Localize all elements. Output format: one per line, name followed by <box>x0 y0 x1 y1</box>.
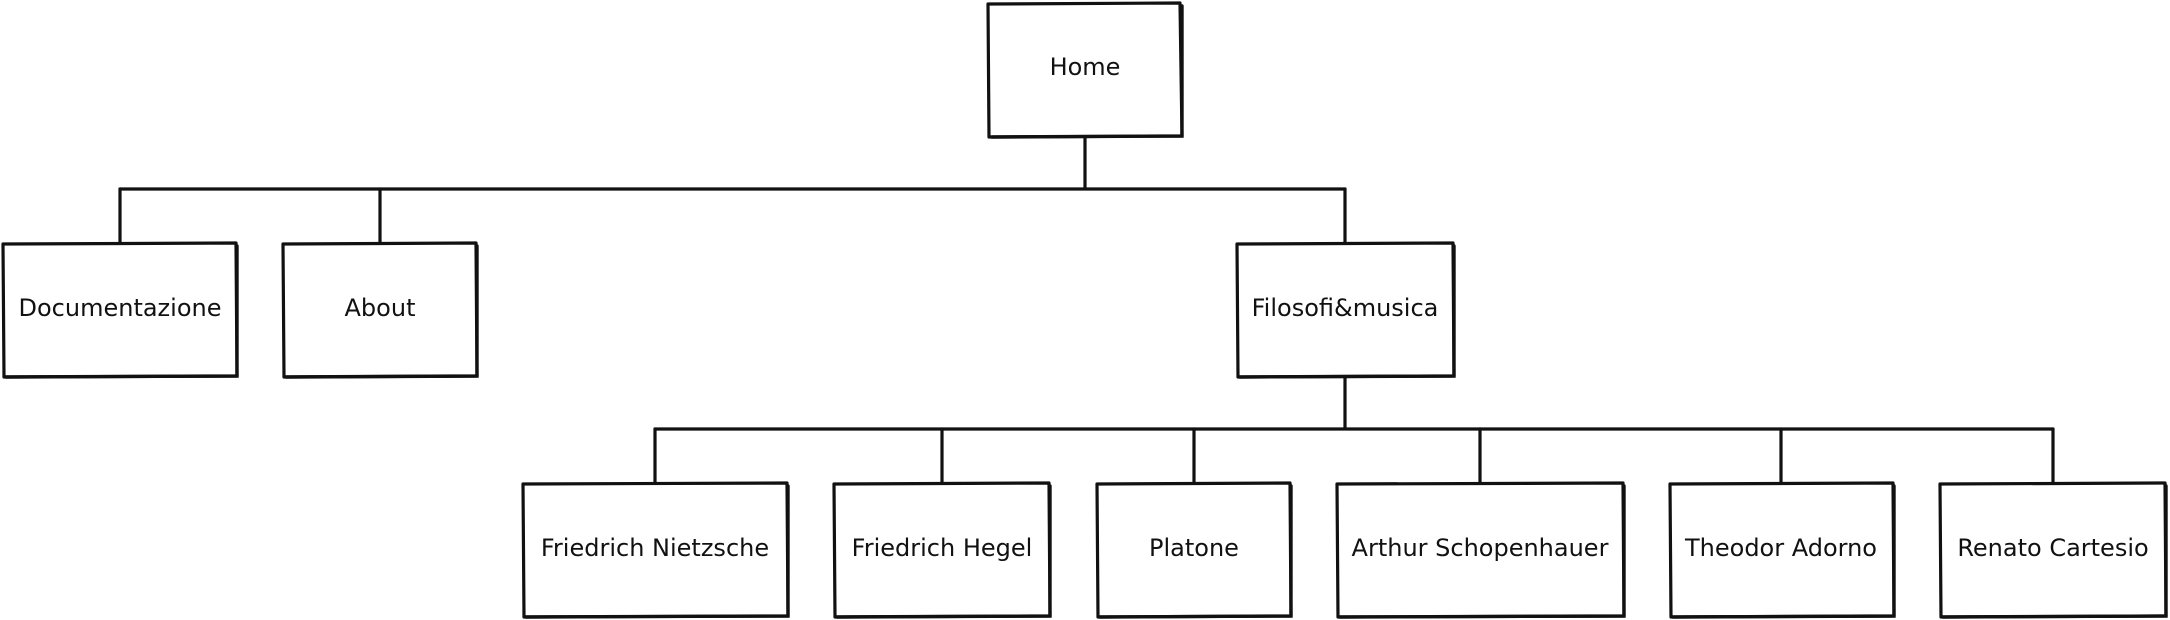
node-label-renato-cartesio: Renato Cartesio <box>1957 534 2148 562</box>
node-documentazione[interactable]: Documentazione <box>1 241 239 379</box>
connectors-level2 <box>653 375 2055 485</box>
node-label-documentazione: Documentazione <box>19 294 222 322</box>
node-renato-cartesio[interactable]: Renato Cartesio <box>1938 481 2168 619</box>
node-label-theodor-adorno: Theodor Adorno <box>1684 534 1877 562</box>
node-label-filosofi-musica: Filosofi&musica <box>1252 294 1439 322</box>
node-platone[interactable]: Platone <box>1095 481 1293 619</box>
node-filosofi-musica[interactable]: Filosofi&musica <box>1235 241 1456 379</box>
node-friedrich-hegel[interactable]: Friedrich Hegel <box>832 481 1052 619</box>
connectors-level1 <box>118 135 1347 245</box>
node-arthur-schopenhauer[interactable]: Arthur Schopenhauer <box>1335 481 1626 619</box>
node-theodor-adorno[interactable]: Theodor Adorno <box>1668 481 1896 619</box>
node-friedrich-nietzsche[interactable]: Friedrich Nietzsche <box>521 481 790 619</box>
node-label-friedrich-nietzsche: Friedrich Nietzsche <box>541 534 769 562</box>
node-label-friedrich-hegel: Friedrich Hegel <box>852 534 1033 562</box>
node-label-about: About <box>345 294 416 322</box>
node-about[interactable]: About <box>281 241 479 379</box>
node-label-home: Home <box>1050 53 1121 81</box>
node-label-platone: Platone <box>1149 534 1239 562</box>
node-home[interactable]: Home <box>986 1 1184 139</box>
node-label-arthur-schopenhauer: Arthur Schopenhauer <box>1352 534 1609 562</box>
